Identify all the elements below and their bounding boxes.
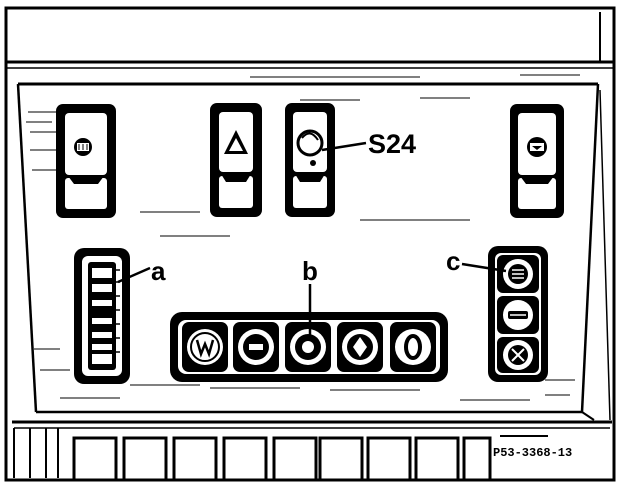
lower-key[interactable]	[318, 436, 364, 482]
button-c2[interactable]	[497, 296, 539, 334]
button-c1[interactable]	[497, 255, 539, 293]
button-b2[interactable]	[233, 322, 279, 372]
lower-key[interactable]	[122, 436, 168, 482]
fan-switch-icon	[527, 137, 547, 157]
outer-frame	[4, 6, 616, 482]
button-row-group-b	[170, 312, 448, 382]
button-b3[interactable]	[285, 322, 331, 372]
zero-icon	[404, 334, 422, 360]
button-b4[interactable]	[337, 322, 383, 372]
button-b1[interactable]	[182, 322, 228, 372]
diamond-icon	[353, 337, 367, 357]
light-switch-icon	[74, 138, 92, 156]
rocker-switch-s24[interactable]	[285, 103, 335, 217]
lower-key[interactable]	[222, 436, 268, 482]
callout-label-b: b	[302, 256, 318, 286]
lines-icon	[512, 269, 524, 279]
upper-trim	[6, 12, 614, 86]
callout-label-c: c	[446, 246, 460, 276]
callout-label-a: a	[151, 256, 166, 286]
rocker-switch-hazard[interactable]	[210, 103, 262, 217]
rocker-switch-1[interactable]	[56, 104, 116, 218]
hazard-warning-icon	[224, 130, 248, 154]
panel-face	[16, 83, 611, 421]
callout-b: b	[302, 256, 318, 338]
thumbwheel-group-a[interactable]	[74, 248, 130, 384]
lower-key[interactable]	[72, 436, 118, 482]
lower-key[interactable]	[462, 436, 492, 482]
lower-key[interactable]	[272, 436, 318, 482]
rocker-switch-4[interactable]	[510, 104, 564, 218]
cross-icon	[511, 348, 525, 362]
lower-key[interactable]	[414, 436, 460, 482]
wiper-icon	[195, 339, 215, 358]
lower-key-row	[12, 420, 612, 482]
figure-reference-code: P53-3368-13	[493, 446, 572, 460]
minus-icon	[249, 344, 263, 350]
callout-c: c	[446, 246, 507, 276]
thumbwheel-scale	[112, 269, 120, 353]
button-column-group-c	[488, 246, 548, 382]
beacon-lamp-icon	[296, 129, 324, 166]
lower-key[interactable]	[172, 436, 218, 482]
dot-icon	[302, 341, 314, 353]
callout-s24: S24	[321, 129, 416, 159]
callout-label-s24: S24	[368, 129, 416, 159]
button-b5[interactable]	[390, 322, 436, 372]
lower-key[interactable]	[366, 436, 412, 482]
thumbwheel-ribs	[92, 278, 112, 354]
button-c3[interactable]	[497, 337, 539, 373]
callout-a: a	[117, 256, 166, 286]
